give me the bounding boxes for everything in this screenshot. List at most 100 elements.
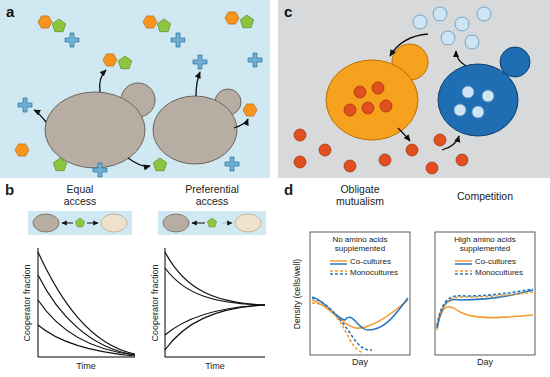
density-curve [437, 307, 533, 330]
invertase-enzyme [18, 98, 32, 112]
fraction-curve [165, 268, 265, 305]
glucose-molecule [143, 16, 157, 28]
panel-letter: a [6, 4, 14, 21]
panel-c-ground [278, 0, 550, 178]
glucose-molecule [243, 104, 257, 116]
access-scheme [101, 214, 127, 232]
access-scheme [158, 211, 266, 235]
access-scheme [62, 223, 73, 224]
legend-sample [330, 270, 347, 272]
amino-acid-blue [454, 104, 466, 116]
amino-acid-blue [413, 7, 494, 118]
fraction-curve [38, 252, 135, 354]
amino-acid-red [456, 154, 468, 166]
flux-arrow [390, 34, 466, 150]
plot-axis [38, 248, 265, 357]
amino-acid-blue [413, 15, 427, 29]
yeast-cell [45, 83, 241, 168]
column-heading: Preferential access [176, 183, 248, 207]
axis-title: Day [455, 357, 515, 367]
flux-arrow [456, 51, 466, 66]
legend-text: Co-cultures [350, 257, 391, 266]
fraction-curve [38, 325, 135, 356]
invertase-enzyme [225, 157, 239, 171]
axis-title: Density (cells/well) [293, 259, 303, 329]
fructose-molecule [52, 15, 253, 171]
panel-letter: b [5, 181, 14, 198]
yeast-cell [45, 92, 145, 168]
access-scheme [163, 214, 189, 232]
legend-sample [330, 273, 347, 275]
fraction-curve [165, 252, 265, 305]
legend-entry: Monocultures [350, 268, 398, 278]
glucose-molecule [103, 54, 117, 66]
axis-title: Day [330, 357, 390, 367]
flux-arrow [34, 70, 248, 166]
flux-arrow [128, 158, 150, 166]
amino-acid-blue [472, 106, 484, 118]
amino-acid-blue [477, 7, 491, 21]
legend-text: Monocultures [475, 268, 523, 277]
flux-arrow [442, 136, 459, 150]
amino-acid-blue [482, 90, 494, 102]
glucose-molecule [15, 144, 29, 156]
column-heading: Equal access [54, 183, 106, 207]
axis-title: Cooperator fraction [22, 264, 32, 341]
fructose-molecule [118, 56, 131, 69]
amino-acid-red [344, 160, 356, 172]
plot-frame [435, 232, 535, 355]
flux-arrow [34, 110, 46, 122]
panel-a-ground [0, 0, 270, 178]
flux-arrow [100, 70, 106, 92]
fructose-molecule [240, 15, 253, 28]
legend-sample [455, 270, 472, 272]
access-scheme [28, 211, 132, 235]
fraction-curve [165, 305, 265, 350]
amino-acid-red [294, 129, 306, 141]
legend-entry: Co-cultures [475, 257, 516, 267]
glucose-molecule [225, 12, 239, 24]
legend-sample [455, 263, 472, 265]
invertase-enzyme [171, 33, 185, 47]
density-curve [312, 298, 372, 350]
access-scheme [75, 218, 84, 227]
access-scheme [207, 218, 216, 227]
fraction-curve [165, 305, 265, 335]
density-curve [312, 300, 408, 328]
legend-sample [455, 260, 472, 262]
legend-text: Co-cultures [475, 257, 516, 266]
density-curve [312, 303, 362, 352]
axis-title: Time [185, 361, 245, 371]
amino-acid-blue [462, 86, 474, 98]
access-scheme [28, 211, 266, 235]
access-scheme [222, 223, 232, 224]
axis-title: Cooperator fraction [150, 264, 160, 341]
glucose-molecule [38, 16, 52, 28]
plot-axis [38, 248, 135, 357]
flux-arrow [196, 72, 200, 96]
condition-label: High amino acids supplemented [437, 235, 533, 253]
access-scheme [33, 214, 59, 232]
density-curve [312, 289, 533, 352]
fraction-curve [38, 300, 135, 355]
fraction-curve [38, 252, 265, 356]
amino-acid-blue [433, 7, 447, 21]
yeast-cell [153, 96, 237, 164]
axis-title: Time [56, 361, 116, 371]
fraction-curve [38, 275, 135, 355]
yeast-cell [326, 60, 418, 140]
fructose-molecule [153, 158, 166, 171]
panel-box: c [278, 0, 550, 178]
legend-entry: Co-cultures [350, 257, 391, 267]
invertase-enzyme [18, 33, 262, 177]
amino-acid-red [294, 82, 468, 174]
amino-acid-red [354, 86, 366, 98]
amino-acid-blue [465, 35, 479, 49]
flux-arrow [398, 128, 410, 141]
density-curve [437, 289, 533, 326]
amino-acid-red [294, 156, 306, 168]
legend-sample [330, 260, 347, 262]
density-curve [312, 297, 408, 330]
panel-letter: c [284, 4, 292, 21]
